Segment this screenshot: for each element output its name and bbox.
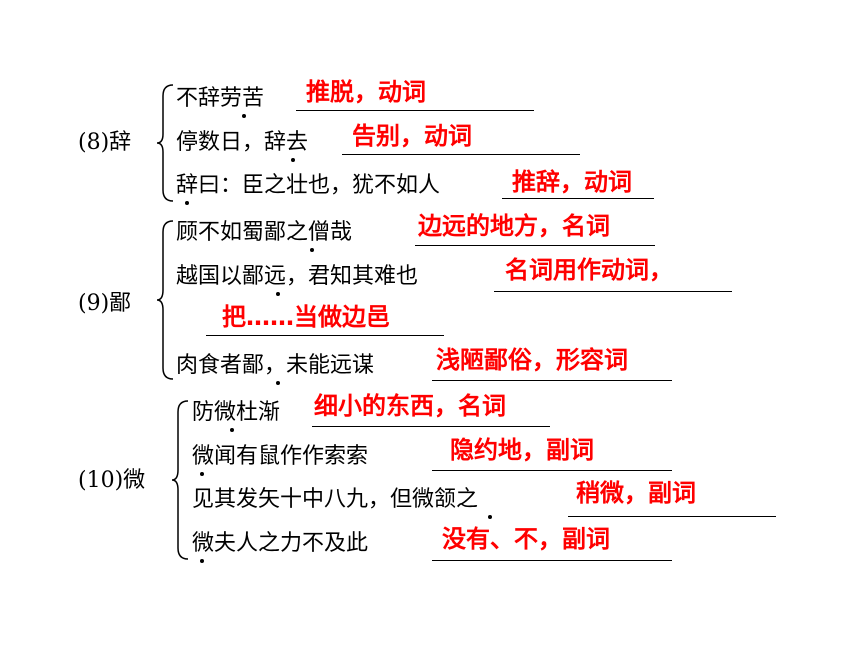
brace-group-8	[156, 84, 174, 202]
brace-group-9	[156, 220, 174, 380]
sentence-8-1: 不辞劳苦	[176, 86, 265, 111]
answer-blank-9-2	[494, 291, 732, 292]
answer-8-3: 推辞，动词	[512, 168, 632, 196]
answer-10-4: 没有、不，副词	[442, 525, 610, 553]
answer-10-2: 隐约地，副词	[450, 436, 594, 464]
emphasis-dot	[291, 158, 295, 162]
sentence-8-2: 停数日，辞去	[176, 130, 309, 155]
answer-blank-10-1	[312, 426, 550, 427]
answer-8-2: 告别，动词	[352, 122, 472, 150]
emphasis-dot	[185, 201, 189, 205]
answer-blank-10-2	[432, 470, 672, 471]
answer-9-3: 浅陋鄙俗，形容词	[436, 346, 628, 374]
answer-blank-8-1	[296, 110, 534, 111]
sentence-10-1: 防微杜渐	[192, 400, 281, 425]
group-label-8: (8)辞	[78, 130, 132, 155]
emphasis-dot	[230, 428, 234, 432]
answer-blank-8-2	[342, 154, 580, 155]
answer-10-3: 稍微，副词	[576, 479, 696, 507]
sentence-10-3: 见其发矢十中八九，但微颔之	[192, 487, 479, 512]
answer-9-2: 名词用作动词，	[505, 256, 673, 284]
emphasis-dot	[276, 292, 280, 296]
answer-blank-10-4	[432, 560, 672, 561]
emphasis-dot	[488, 515, 492, 519]
answer-blank-10-3	[568, 516, 776, 517]
group-label-10: (10)微	[78, 468, 146, 493]
sentence-10-2: 微闻有鼠作作索索	[192, 444, 369, 469]
answer-blank-9-3	[432, 380, 672, 381]
emphasis-dot	[200, 472, 204, 476]
answer-10-1: 细小的东西，名词	[314, 392, 506, 420]
emphasis-dot	[276, 381, 280, 385]
answer-blank-8-3	[502, 198, 654, 199]
group-label-9: (9)鄙	[78, 291, 132, 316]
answer-9-1: 边远的地方，名词	[418, 212, 610, 240]
sentence-9-3: 肉食者鄙，未能远谋	[176, 353, 375, 378]
sentence-9-1: 顾不如蜀鄙之僧哉	[176, 220, 353, 245]
answer-blank-9-1	[415, 245, 655, 246]
emphasis-dot	[310, 248, 314, 252]
sentence-10-4: 微夫人之力不及此	[192, 531, 369, 556]
emphasis-dot	[242, 114, 246, 118]
sentence-8-3: 辞曰：臣之壮也，犹不如人	[176, 173, 441, 198]
brace-group-10	[171, 400, 189, 560]
answer-9-2-cont: 把……当做边邑	[222, 303, 390, 331]
answer-8-1: 推脱，动词	[306, 78, 426, 106]
emphasis-dot	[200, 559, 204, 563]
sentence-9-2: 越国以鄙远，君知其难也	[176, 264, 419, 289]
answer-blank-9-2-cont	[206, 335, 444, 336]
